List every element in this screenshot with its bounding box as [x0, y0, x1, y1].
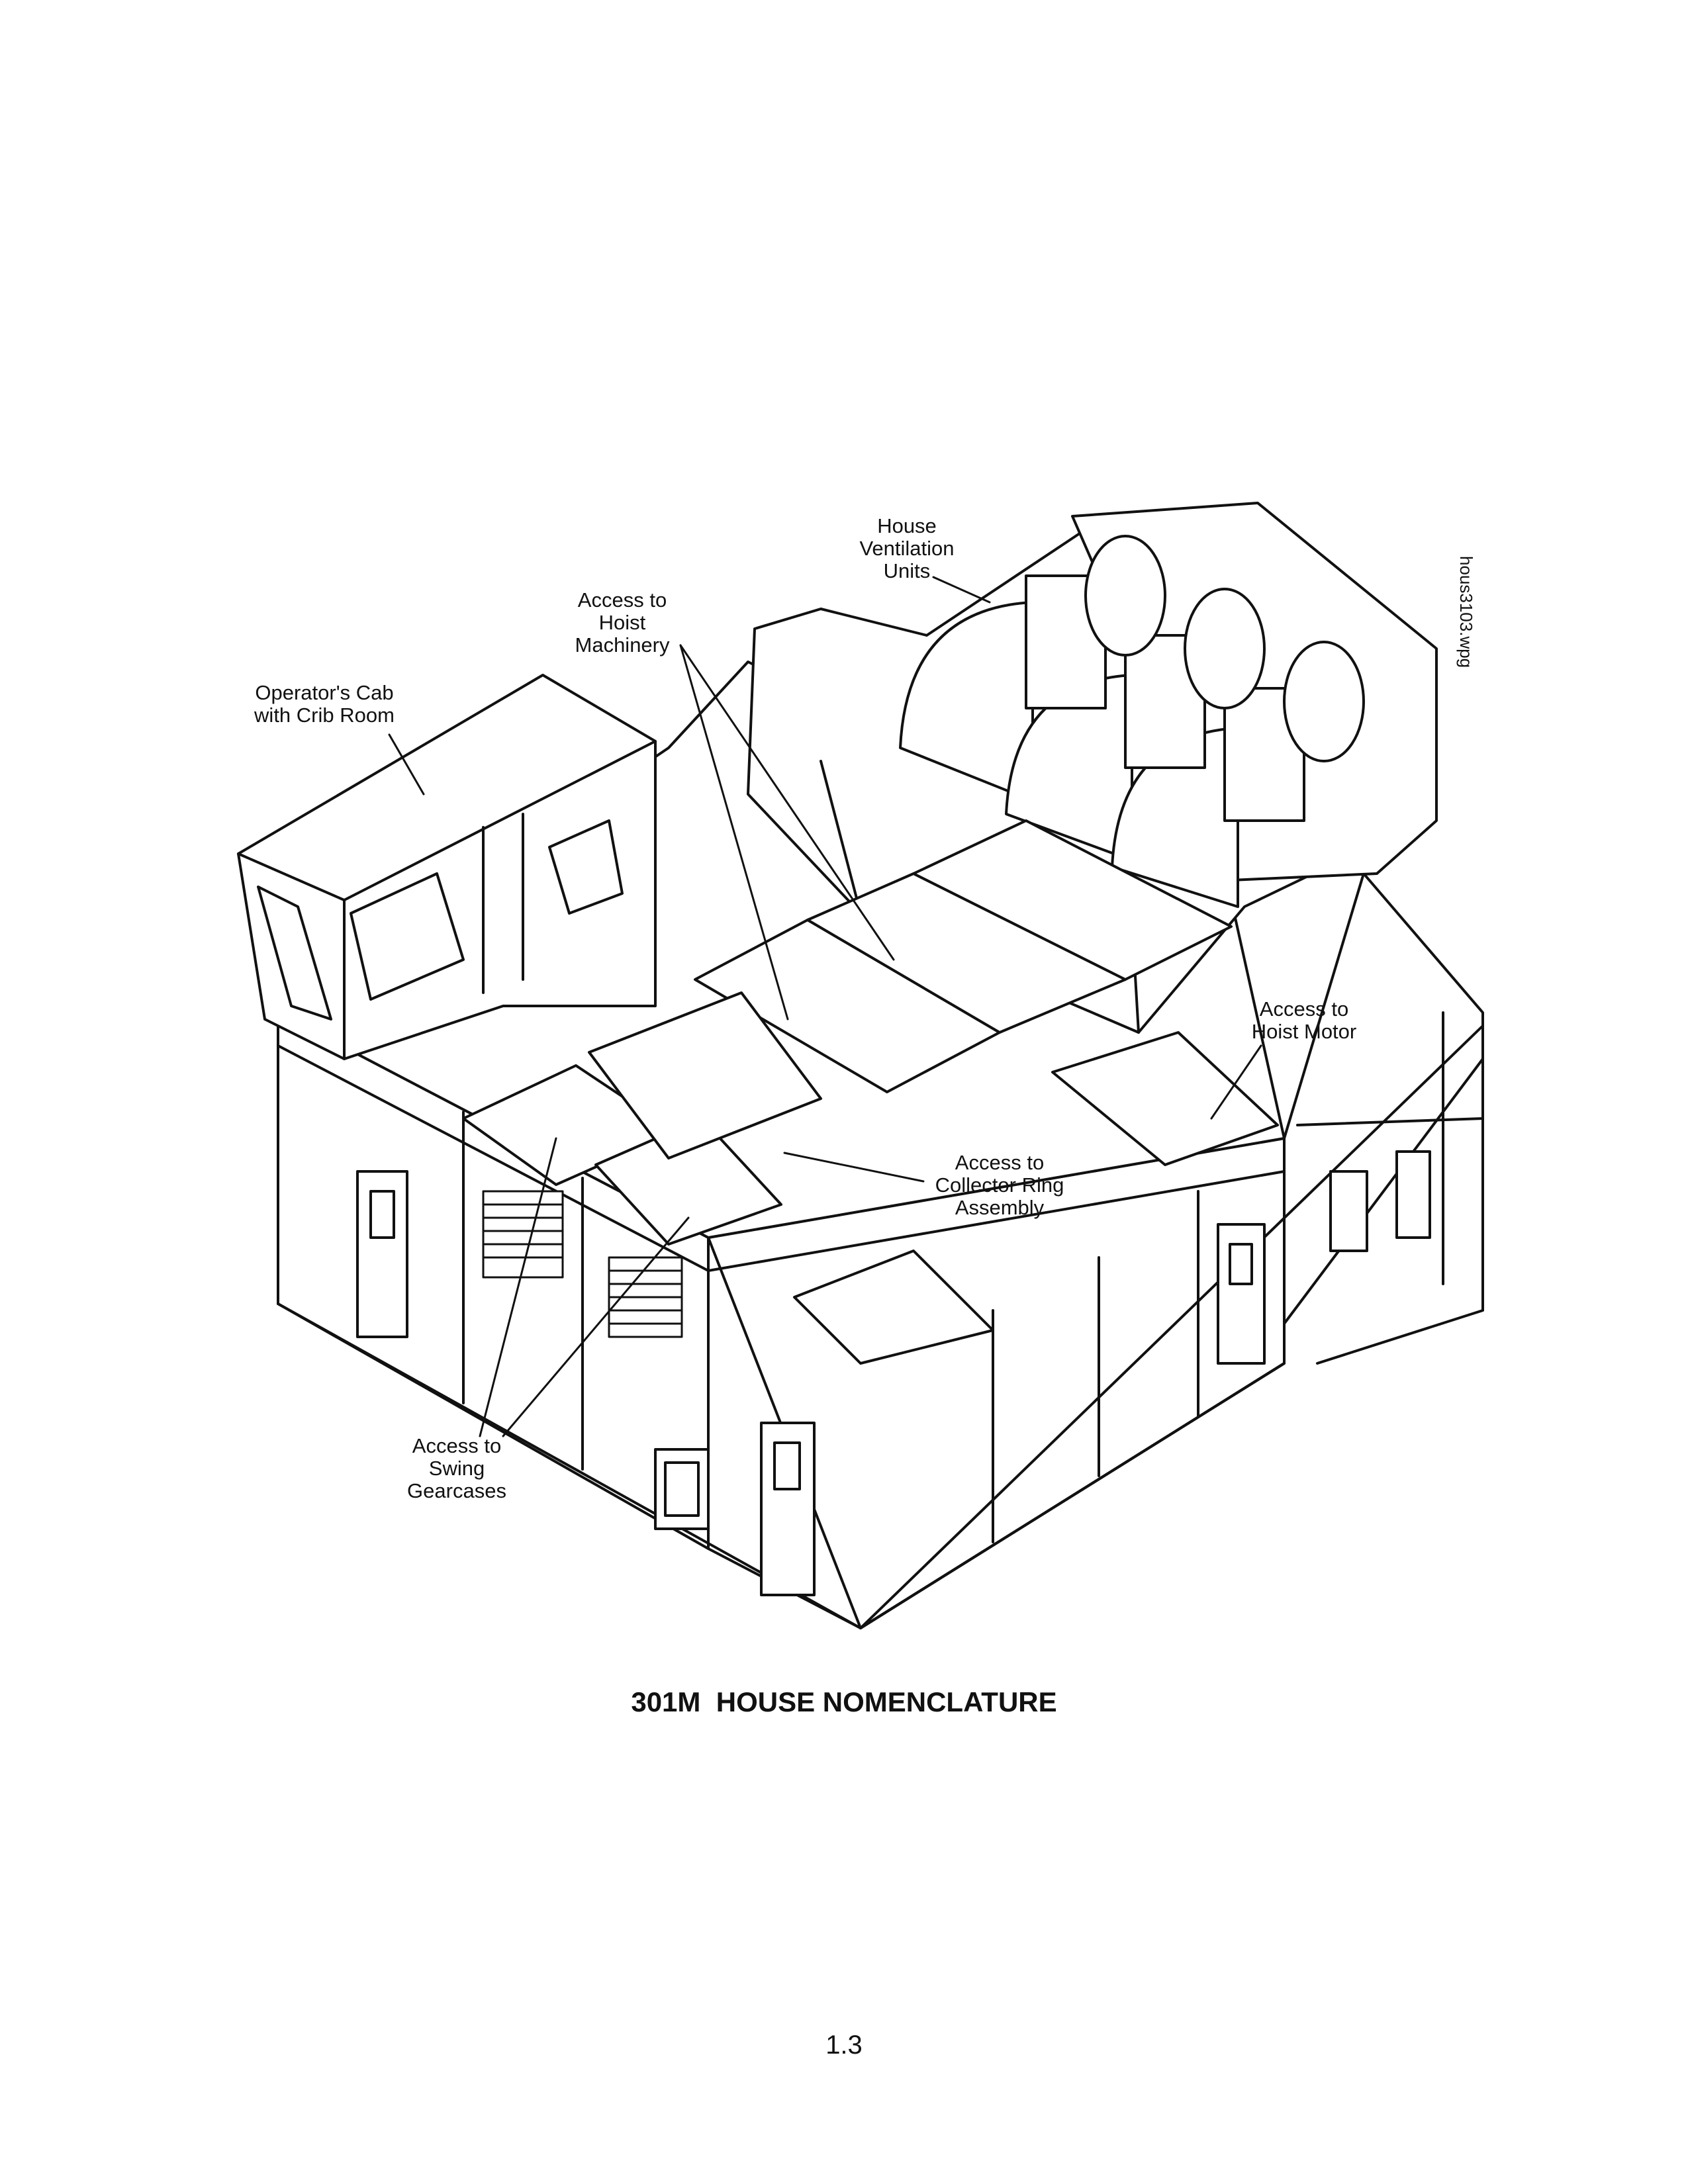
label-operators-cab: Operator's Cab with Crib Room: [254, 681, 395, 727]
page-number: 1.3: [825, 2030, 863, 2060]
label-house-ventilation-units: House Ventilation Units: [859, 514, 955, 582]
figure-caption: 301M HOUSE NOMENCLATURE: [631, 1686, 1057, 1717]
label-access-to-swing-gearcases: Access to Swing Gearcases: [407, 1434, 506, 1502]
label-access-to-hoist-motor: Access to Hoist Motor: [1251, 997, 1357, 1043]
leader-lines: [388, 576, 1262, 1437]
label-access-to-hoist-machinery: Access to Hoist Machinery: [575, 588, 670, 657]
operators-cab: [237, 674, 657, 1060]
file-tag: hous3103.wpg: [1456, 556, 1476, 668]
doors-and-louvers: [356, 1150, 1431, 1596]
label-access-to-collector-ring: Access to Collector Ring Assembly: [935, 1151, 1064, 1219]
deck-panels: [462, 819, 1279, 1365]
